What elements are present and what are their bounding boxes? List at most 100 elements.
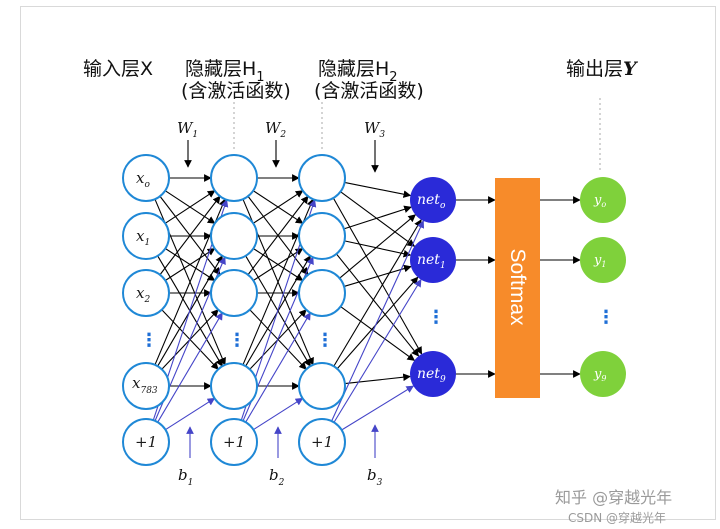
output-ellipsis: ⋮	[597, 307, 615, 328]
edge-h2-net	[344, 240, 412, 258]
bias-node-3-label: +1	[311, 433, 333, 451]
input-x2-base: x	[136, 284, 145, 302]
svg-text:y1: y1	[593, 253, 606, 269]
net0-base: net	[417, 192, 440, 208]
output-layer-name: 输出层	[566, 58, 623, 80]
edge-bias3	[331, 220, 425, 422]
hidden-layer-2-note: (含激活函数)	[314, 80, 424, 102]
weight-label-w3: W3	[364, 119, 385, 140]
edge-h2-net	[343, 264, 412, 287]
bias-b2-sub: 2	[278, 478, 285, 488]
bias-b2-base: b	[269, 466, 279, 484]
bias-node-1: +1	[122, 418, 170, 466]
bias-node-3: +1	[298, 418, 346, 466]
hidden2-node	[298, 154, 346, 202]
hidden-layer-2-subscript: 2	[389, 70, 397, 85]
edge-h2-net	[344, 373, 411, 385]
hidden2-node	[298, 212, 346, 260]
softmax-label: Softmax	[506, 248, 529, 326]
edge-h1-h2	[247, 195, 309, 276]
net1-sub: 1	[440, 261, 446, 271]
edge-h2-net	[340, 306, 416, 361]
edge-h2-net	[336, 276, 419, 370]
edge-bias2	[245, 312, 311, 423]
edge-h2-net	[343, 205, 412, 230]
svg-text:net9: net9	[417, 366, 446, 385]
input-x1-sub: 1	[144, 238, 150, 248]
connection-edges	[154, 174, 581, 390]
bias-b1-sub: 1	[188, 478, 194, 488]
input-x0-sub: o	[144, 180, 150, 190]
edge-in-h1	[164, 190, 216, 224]
edge-h2-net	[339, 214, 416, 279]
bias-label-b3: b3	[367, 466, 383, 488]
input-node-x0: xo	[122, 154, 170, 202]
svg-text:net1: net1	[417, 252, 446, 271]
output-node-y1: y1	[580, 237, 626, 283]
edge-h2-net	[344, 181, 412, 198]
hidden1-ellipsis: ⋮	[228, 330, 246, 351]
hidden1-node	[210, 212, 258, 260]
svg-text:y9: y9	[593, 367, 606, 383]
input-x783-base: x	[132, 374, 141, 392]
edge-bias1	[157, 312, 223, 423]
y0-sub: o	[601, 200, 606, 209]
edge-in-h1	[165, 248, 216, 281]
bias-b3-sub: 3	[377, 478, 383, 488]
input-x783-sub: 783	[140, 386, 157, 396]
output-node-y0: yo	[580, 177, 626, 223]
bias-b1-base: b	[178, 466, 188, 484]
svg-text:neto: neto	[417, 192, 446, 211]
input-x1-base: x	[136, 227, 145, 245]
net0-sub: o	[440, 201, 446, 211]
watermark-zhihu: 知乎 @穿越光年	[555, 488, 672, 507]
net-node-0: neto	[410, 177, 456, 223]
hidden-layer-2-label: 隐藏层H2	[318, 58, 398, 85]
hidden2-node	[298, 269, 346, 317]
input-node-x2: x2	[122, 269, 170, 317]
edge-bias2	[253, 397, 304, 431]
output-node-y9: y9	[580, 351, 626, 397]
input-node-x1: x1	[122, 212, 170, 260]
hidden-layer-1-note: (含激活函数)	[181, 80, 291, 102]
input-x0-base: x	[136, 169, 145, 187]
edge-in-h1	[159, 195, 221, 276]
edge-h2-net	[335, 253, 420, 357]
input-ellipsis: ⋮	[140, 330, 158, 351]
net-node-1: net1	[410, 237, 456, 283]
edge-bias3	[333, 278, 422, 423]
svg-text:xo: xo	[136, 169, 150, 190]
bias-node-2-label: +1	[223, 433, 245, 451]
net9-base: net	[417, 366, 440, 382]
weight-w1-base: W	[177, 119, 194, 137]
y1-sub: 1	[601, 260, 606, 269]
hidden-layer-1-subscript: 1	[256, 70, 264, 85]
output-layer-label: 输出层Y	[566, 58, 639, 80]
input-layer-label: 输入层X	[83, 58, 153, 80]
weight-w3-sub: 3	[379, 130, 385, 140]
svg-text:x1: x1	[136, 227, 150, 248]
net-ellipsis: ⋮	[427, 307, 445, 328]
edge-h2-net	[340, 191, 416, 247]
hidden-layer-1-label: 隐藏层H1	[185, 58, 265, 85]
net9-sub: 9	[440, 375, 446, 385]
guide-lines	[233, 98, 601, 172]
weight-w2-base: W	[265, 119, 282, 137]
weight-label-w1: W1	[177, 119, 198, 140]
bias-edges	[152, 199, 425, 431]
watermark-csdn: CSDN @穿越光年	[568, 510, 666, 525]
hidden1-node	[210, 362, 258, 410]
input-node-x783: x783	[122, 362, 170, 410]
edge-h1-h2	[253, 248, 304, 281]
net-node-9: net9	[410, 351, 456, 397]
edge-bias3	[341, 385, 415, 431]
svg-text:yo: yo	[593, 193, 606, 209]
edge-bias1	[165, 397, 216, 431]
bias-node-2: +1	[210, 418, 258, 466]
hidden-layer-2-name: 隐藏层H	[318, 58, 389, 80]
y9-sub: 9	[601, 374, 606, 383]
svg-text:x783: x783	[132, 374, 158, 396]
bias-label-b1: b1	[178, 466, 193, 488]
input-x2-sub: 2	[143, 295, 150, 305]
